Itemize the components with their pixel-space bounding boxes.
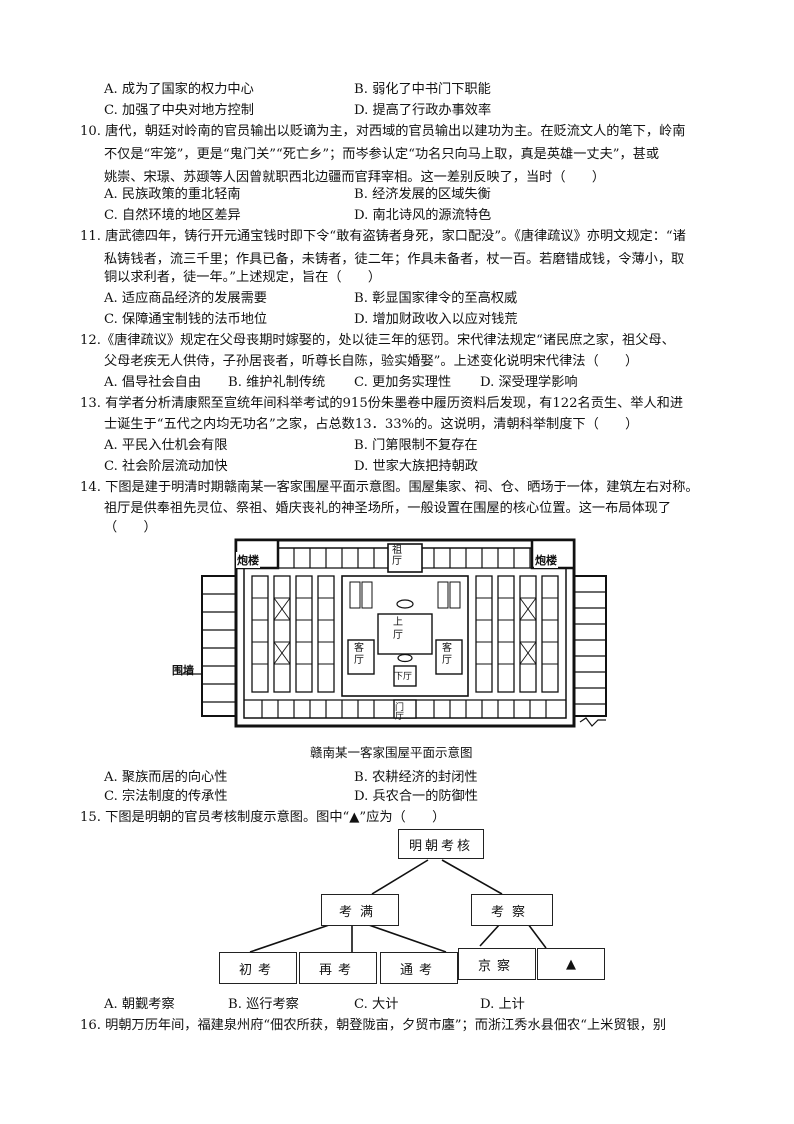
q13-option-d: D. 世家大族把持朝政 — [354, 459, 478, 474]
guest-hall-right-label: 客厅 — [442, 643, 452, 666]
q15-option-a: A. 朝觐考察 — [104, 997, 175, 1012]
upper-hall-label: 上厅 — [393, 617, 403, 641]
q14-stem-line2: 祖厅是供奉祖先灵位、祭祖、婚庆丧礼的神圣场所，一般设置在围屋的核心位置。这一布局… — [104, 501, 672, 516]
q13-option-c: C. 社会阶层流动加快 — [104, 459, 228, 474]
q16-stem-line1: 16. 明朝万历年间，福建泉州府“佃农所获，朝登陇亩，夕贸市廛”；而浙江秀水县佃… — [80, 1018, 667, 1033]
q11-stem-line3: 铜以求利者，徒一年。”上述规定，旨在（ ） — [104, 270, 382, 285]
wall-label: 围墙 — [172, 664, 194, 677]
q9-option-d: D. 提高了行政办事效率 — [354, 103, 492, 118]
q10-stem-line3: 姚崇、宋璟、苏颋等人因曾就职西北边疆而官拜宰相。这一差别反映了，当时（ ） — [104, 170, 606, 185]
tower-right-label: 炮楼 — [534, 552, 558, 568]
ancestral-hall-label: 祖厅 — [392, 545, 402, 567]
capital-evaluation-box: 京察 — [458, 948, 536, 980]
q14-stem-line3: （ ） — [104, 520, 157, 535]
q13-stem-line2: 士诞生于“五代之内均无功名”之家，占总数13．33%的。这说明，清朝科举制度下（… — [104, 417, 639, 432]
q12-option-d: D. 深受理学影响 — [480, 375, 578, 390]
q14-option-c: C. 宗法制度的传承性 — [104, 789, 228, 804]
guest-hall-left-label: 客厅 — [354, 643, 364, 666]
second-review-box: 再考 — [299, 952, 377, 984]
q11-option-c: C. 保障通宝制钱的法币地位 — [104, 312, 268, 327]
q10-stem-line2: 不仅是“牢笼”，更是“鬼门关”“死亡乡”；而岑参认定“功名只向马上取，真是英雄一… — [104, 147, 660, 162]
q9-option-b: B. 弱化了中书门下职能 — [354, 82, 491, 97]
hakka-house-plan-figure — [182, 538, 607, 728]
q11-stem-line1: 11. 唐武德四年，铸行开元通宝钱时即下令“敢有盗铸者身死，家口配没”。《唐律疏… — [80, 229, 686, 244]
evaluation-tree-lines — [249, 859, 547, 953]
q10-option-c: C. 自然环境的地区差异 — [104, 208, 241, 223]
q11-stem-line2: 私铸钱者，流三千里；作具已备，未铸者，徒二年；作具未备者，杖一百。若磨错成钱，令… — [104, 252, 685, 267]
q11-option-a: A. 适应商品经济的发展需要 — [104, 291, 267, 306]
term-completion-box: 考满 — [321, 894, 399, 926]
gate-hall-label: 门厅 — [395, 703, 405, 722]
q13-stem-line1: 13. 有学者分析清康熙至宣统年间科举考试的915份朱墨卷中履历资料后发现，有1… — [80, 396, 684, 411]
q15-option-c: C. 大计 — [354, 997, 399, 1012]
q11-option-d: D. 增加财政收入以应对钱荒 — [354, 312, 518, 327]
q10-option-b: B. 经济发展的区域失衡 — [354, 187, 491, 202]
q12-option-c: C. 更加务实理性 — [354, 375, 452, 390]
unknown-triangle-box: ▲ — [537, 948, 605, 980]
q12-option-b: B. 维护礼制传统 — [228, 375, 326, 390]
tower-left-label: 炮楼 — [236, 552, 260, 568]
root-box: 明朝考核 — [398, 829, 484, 859]
q10-stem-line1: 10. 唐代，朝廷对岭南的官员输出以贬谪为主，对西域的官员输出以建功为主。在贬流… — [80, 124, 686, 139]
figure-caption: 赣南某一客家围屋平面示意图 — [310, 745, 473, 760]
q14-option-d: D. 兵农合一的防御性 — [354, 789, 478, 804]
q13-option-b: B. 门第限制不复存在 — [354, 438, 478, 453]
q10-option-d: D. 南北诗风的源流特色 — [354, 208, 492, 223]
q15-option-d: D. 上计 — [480, 997, 525, 1012]
lower-hall-label: 下厅 — [394, 672, 413, 682]
q15-stem-line1: 15. 下图是明朝的官员考核制度示意图。图中“▲”应为（ ） — [80, 810, 446, 825]
q13-option-a: A. 平民入仕机会有限 — [104, 438, 228, 453]
q9-option-c: C. 加强了中央对地方控制 — [104, 103, 254, 118]
q14-option-a: A. 聚族而居的向心性 — [104, 770, 228, 785]
q14-stem-line1: 14. 下图是建于明清时期赣南某一客家围屋平面示意图。围屋集家、祠、仓、晒场于一… — [80, 480, 699, 495]
q12-stem-line1: 12.《唐律疏议》规定在父母丧期时嫁娶的，处以徒三年的惩罚。宋代律法规定“诸民庶… — [80, 333, 675, 348]
q12-option-a: A. 倡导社会自由 — [104, 375, 202, 390]
q9-option-a: A. 成为了国家的权力中心 — [104, 82, 254, 97]
first-review-box: 初考 — [219, 952, 297, 984]
q14-option-b: B. 农耕经济的封闭性 — [354, 770, 478, 785]
q11-option-b: B. 彰显国家律令的至高权威 — [354, 291, 518, 306]
q12-stem-line2: 父母老疾无人供侍，子孙居丧者，听尊长自陈，验实婚娶”。上述变化说明宋代律法（ ） — [104, 354, 639, 369]
q15-option-b: B. 巡行考察 — [228, 997, 299, 1012]
full-review-box: 通考 — [380, 952, 458, 984]
inspection-box: 考察 — [471, 894, 553, 926]
q10-option-a: A. 民族政策的重北轻南 — [104, 187, 241, 202]
